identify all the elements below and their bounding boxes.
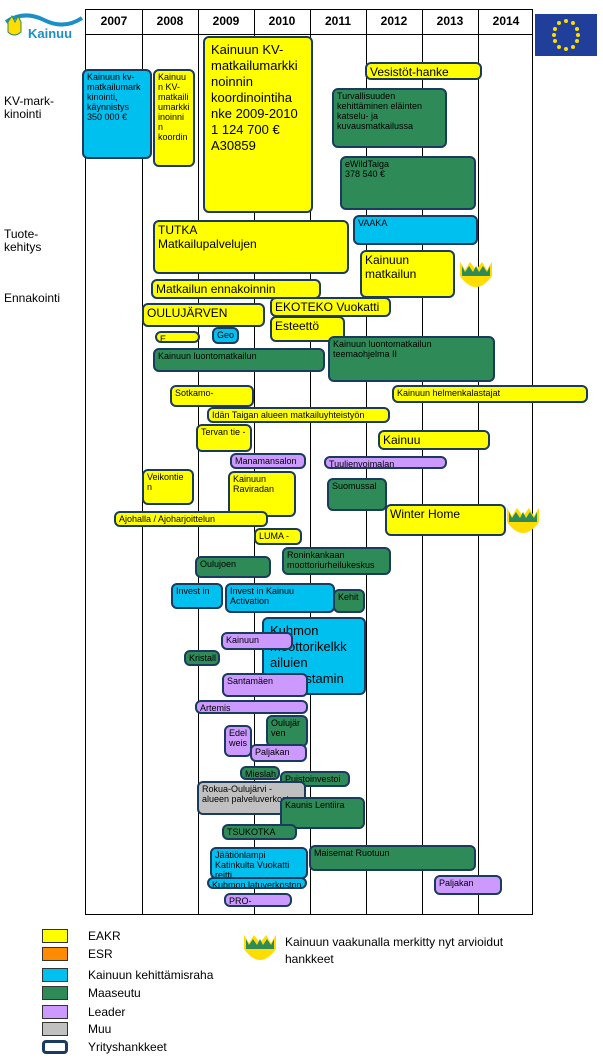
year-divider [478,10,479,914]
project-bar[interactable]: Tervan tie - [196,424,252,452]
project-bar[interactable]: Kainuu [378,430,490,450]
project-bar[interactable]: Turvallisuuden kehittäminen eläinten kat… [332,88,447,148]
year-divider [198,10,199,914]
project-bar[interactable]: Jäätiönlampi Katinkulta Vuokatti reitti [210,847,308,879]
legend-swatch [42,968,68,982]
year-label: 2007 [100,14,128,28]
project-bar[interactable]: Esteettö [270,316,345,342]
project-bar[interactable]: Paljakan [434,875,502,895]
year-label: 2011 [324,14,352,28]
project-bar[interactable]: Santamäen [222,673,308,697]
year-label: 2013 [436,14,464,28]
year-label: 2009 [212,14,240,28]
year-label: 2012 [380,14,408,28]
project-bar[interactable]: Edel weis [224,725,252,757]
project-bar[interactable]: Matkailun ennakoinnin [151,279,321,299]
project-bar[interactable]: LUMA - [254,528,302,545]
project-bar[interactable]: Kainuun luontomatkailun [153,348,325,372]
project-bar[interactable]: Kehit [333,589,365,613]
project-bar[interactable]: Kainuun Raviradan [228,471,296,517]
project-bar[interactable]: Puistoinvestoi [280,771,350,787]
year-divider [310,10,311,914]
project-bar[interactable]: Veikontie n [142,469,194,505]
row-label: Ennakointi [4,291,61,305]
project-bar[interactable]: Kristall [184,650,220,666]
legend-label: Kainuun kehittämisraha [88,968,214,982]
project-bar[interactable]: eWildTaiga 378 540 € [340,156,476,210]
logo-text: Kainuu [28,26,73,41]
legend-swatch [42,1022,68,1036]
project-bar[interactable]: Invest in Kainuu Activation [225,583,335,613]
project-bar[interactable]: TUTKA Matkailupalvelujen [153,220,349,274]
project-bar[interactable]: Ajohalla / Ajoharjoittelun [114,511,268,527]
project-bar[interactable]: Paljakan [250,744,307,762]
legend-swatch [42,929,68,943]
kainuu-crest-icon [505,504,541,540]
project-bar[interactable]: OULUJÄRVEN [142,303,265,327]
project-bar[interactable]: Oulujoen [195,556,271,578]
project-bar[interactable]: Winter Home [385,504,506,536]
project-bar[interactable]: Kuhmon latuverkoston [207,877,307,889]
project-bar[interactable]: Kainuu n KV- matkaili umarkki inoinni n … [153,69,195,167]
kainuu-logo [4,8,84,46]
row-label: KV-mark- kinointi [4,94,55,121]
project-bar[interactable]: Sotkamo- [170,385,254,407]
legend-swatch [42,1005,68,1019]
project-bar[interactable]: Kainuun matkailun [360,250,455,298]
project-bar[interactable]: Roninkankaan moottoriurheilukeskus [282,547,391,575]
legend-swatch [42,1040,68,1054]
legend-label: ESR [88,947,113,961]
project-bar[interactable]: PRO-TELAKKA [224,893,292,907]
header-divider [86,34,532,35]
year-label: 2008 [156,14,184,28]
project-bar[interactable]: Geo [212,327,239,344]
legend-label: Leader [88,1005,126,1019]
year-divider [142,10,143,914]
project-bar[interactable]: Kainuun kv- matkailumark kinointi, käynn… [82,69,152,159]
project-bar[interactable]: Mieslah [240,766,280,780]
legend-crest-note: Kainuun vaakunalla merkitty nyt arvioidu… [285,935,504,966]
kainuu-crest-icon [458,258,494,294]
project-bar[interactable]: Maisemat Ruotuun [309,845,476,871]
project-bar[interactable]: Tuulienvoimalan [324,456,447,469]
legend-label: EAKR [88,929,121,943]
legend-crest-icon [242,931,278,967]
project-bar[interactable]: Kainuun KV- matkailumarkki noinnin koord… [203,36,313,213]
project-bar[interactable]: Kainuun helmenkalastajat [392,385,588,403]
legend-label: Maaseutu [88,986,141,1000]
year-label: 2014 [492,14,520,28]
row-label: Tuote- kehitys [4,227,42,254]
project-bar[interactable]: Kainuun luontomatkailun teemaohjelma II [328,336,495,382]
legend-swatch [42,986,68,1000]
project-bar[interactable]: Kaunis Lentiira [280,797,365,829]
project-bar[interactable]: EKOTEKO Vuokatti [270,297,391,317]
project-bar[interactable]: Idän Taigan alueen matkailuyhteistyön [207,407,390,423]
project-bar[interactable]: Vesistöt-hanke [365,62,482,80]
eu-flag-icon [535,14,597,56]
project-bar[interactable]: Invest in [171,583,223,609]
legend-label: Yrityshankkeet [88,1040,167,1054]
project-bar[interactable]: Artemis [195,700,308,714]
project-bar[interactable]: Oulujär ven [266,715,308,747]
project-bar[interactable]: VAAKA [353,215,478,245]
project-bar[interactable]: TSUKOTKA [222,824,297,840]
project-bar[interactable]: Manamansalon [230,453,306,469]
project-bar[interactable]: E... [155,331,200,343]
project-bar[interactable]: Suomussal [327,478,387,511]
year-label: 2010 [268,14,296,28]
legend-swatch [42,947,68,961]
project-bar[interactable]: Kainuun [221,632,293,650]
legend-label: Muu [88,1022,112,1036]
